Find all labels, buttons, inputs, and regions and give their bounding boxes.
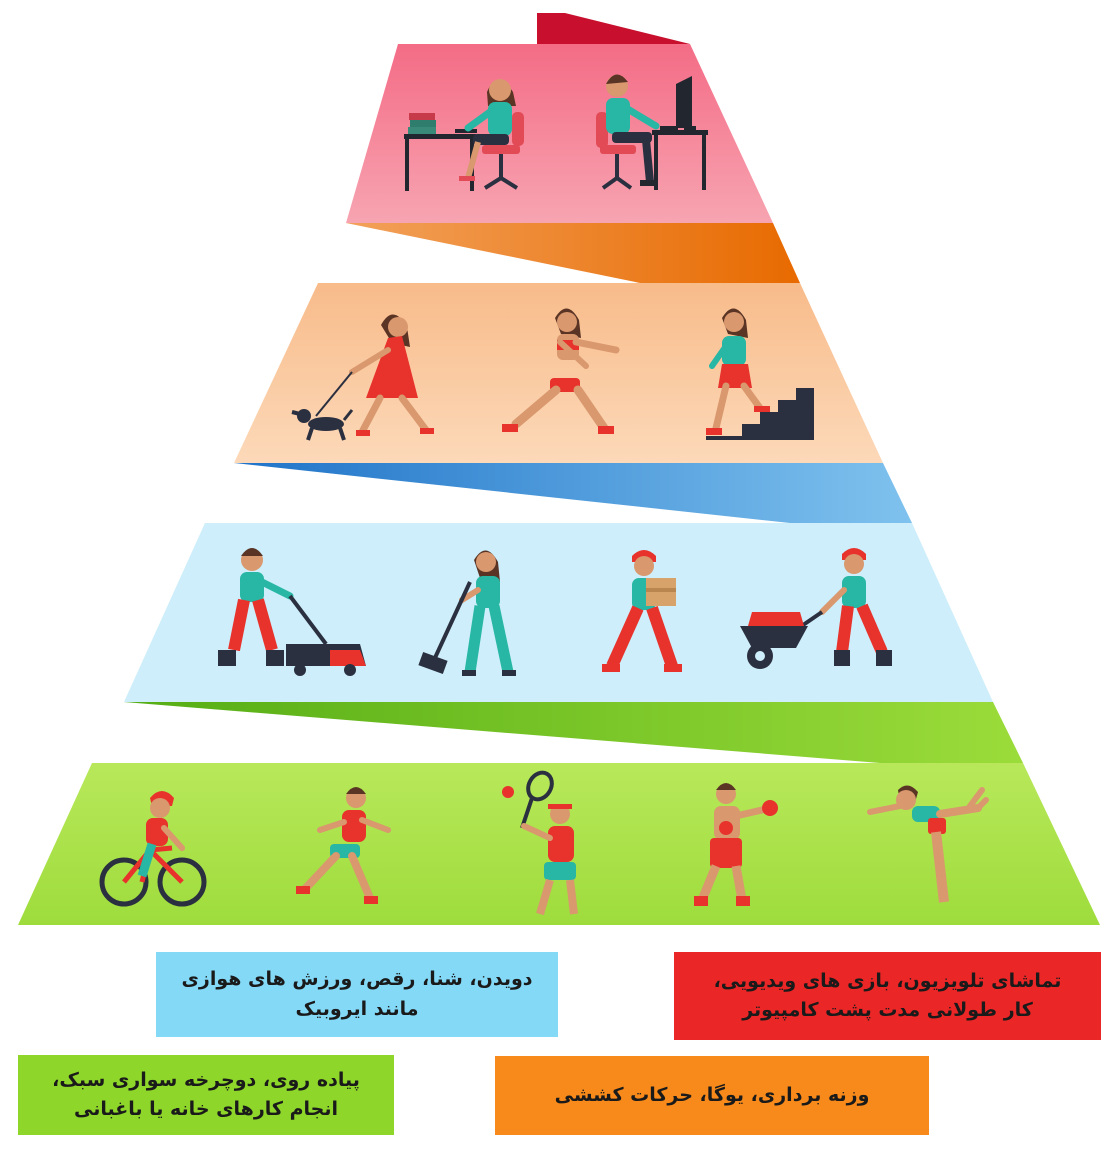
legend-sedentary: تماشای تلویزیون، بازی های ویدیویی، کار ط…: [674, 952, 1101, 1040]
legend-light-line2: انجام کارهای خانه یا باغبانی: [74, 1098, 338, 1120]
legend-light: پیاده روی، دوچرخه سواری سبک، انجام کارها…: [18, 1055, 394, 1135]
wheelbarrow-icon: [740, 548, 892, 669]
legend-sedentary-line2: کار طولانی مدت پشت کامپیوتر: [742, 999, 1033, 1021]
walking-dog-icon: [291, 314, 434, 441]
legend-aerobic-line2: مانند ایروبیک: [295, 997, 419, 1020]
legend-strength-line1: وزنه برداری، یوگا، حرکات کششی: [554, 1083, 870, 1106]
woman-at-desk-icon: [404, 79, 524, 191]
lunge-exercise-icon: [502, 308, 620, 434]
running-icon: [296, 787, 391, 904]
connector-orange: [346, 223, 800, 283]
legend-aerobic: دویدن، شنا، رقص، ورزش های هوازی مانند ای…: [156, 952, 558, 1037]
connector-green: [124, 702, 1023, 763]
legend-light-line1: پیاده روی، دوچرخه سواری سبک،: [52, 1068, 360, 1091]
yoga-stretch-icon: [867, 785, 989, 903]
boxing-icon: [694, 783, 778, 906]
lawn-mower-icon: [218, 548, 366, 676]
connector-blue: [234, 463, 912, 523]
cycling-icon: [99, 791, 207, 907]
man-at-computer-icon: [596, 74, 708, 190]
legend-strength: وزنه برداری، یوگا، حرکات کششی: [495, 1056, 929, 1135]
sweeping-broom-icon: [418, 550, 516, 676]
climbing-stairs-icon: [706, 308, 814, 440]
tier-sedentary: [346, 44, 773, 223]
connector-top: [537, 13, 690, 44]
legend-sedentary-line1: تماشای تلویزیون، بازی های ویدیویی،: [713, 969, 1062, 992]
tennis-icon: [502, 770, 578, 916]
carrying-box-icon: [602, 550, 682, 672]
legend-aerobic-line1: دویدن، شنا، رقص، ورزش های هوازی: [181, 968, 533, 991]
